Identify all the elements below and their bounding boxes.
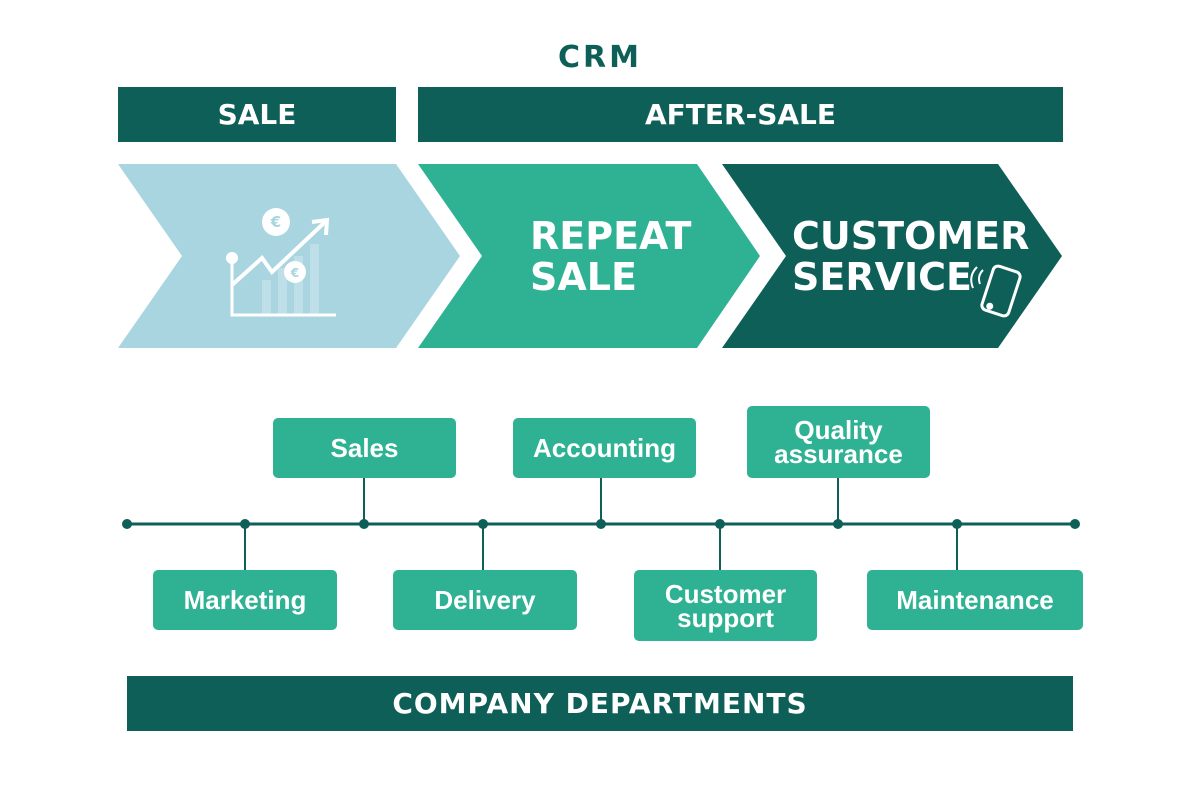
dept-customer-support-label: Customer support	[664, 578, 787, 633]
dept-accounting: Accounting	[513, 418, 696, 478]
customer-service-chevron	[722, 164, 1062, 348]
repeat-sale-chevron	[418, 164, 760, 348]
company-departments-label: COMPANY DEPARTMENTS	[392, 687, 808, 720]
euro-growth-chart-icon: € €	[226, 208, 336, 317]
diagram-title: CRM	[558, 40, 642, 75]
dept-sales-label: Sales	[330, 433, 399, 463]
dept-marketing: Marketing	[153, 570, 337, 630]
dept-maintenance: Maintenance	[867, 570, 1083, 630]
phase-after-sale-bar: AFTER-SALE	[418, 87, 1063, 142]
phase-sale-label: SALE	[217, 98, 297, 131]
dept-delivery-label: Delivery	[434, 585, 536, 615]
phase-sale-bar: SALE	[118, 87, 396, 142]
phase-after-sale-label: AFTER-SALE	[644, 98, 836, 131]
svg-text:€: €	[290, 266, 299, 280]
company-departments-bar: COMPANY DEPARTMENTS	[127, 676, 1073, 731]
dept-marketing-label: Marketing	[183, 585, 307, 615]
timeline-connectors	[244, 478, 958, 570]
svg-text:€: €	[270, 213, 281, 231]
dept-quality-assurance-label: Quality assurance	[774, 415, 903, 469]
dept-maintenance-label: Maintenance	[896, 585, 1054, 615]
dept-delivery: Delivery	[393, 570, 577, 630]
customer-service-label: CUSTOMER SERVICE	[792, 214, 1030, 299]
dept-sales: Sales	[273, 418, 456, 478]
dept-accounting-label: Accounting	[533, 433, 676, 463]
dept-quality-assurance: Quality assurance	[747, 406, 930, 478]
dept-customer-support: Customer support	[634, 570, 817, 641]
repeat-sale-label: REPEAT SALE	[530, 214, 692, 299]
smartphone-icon	[970, 264, 1022, 318]
